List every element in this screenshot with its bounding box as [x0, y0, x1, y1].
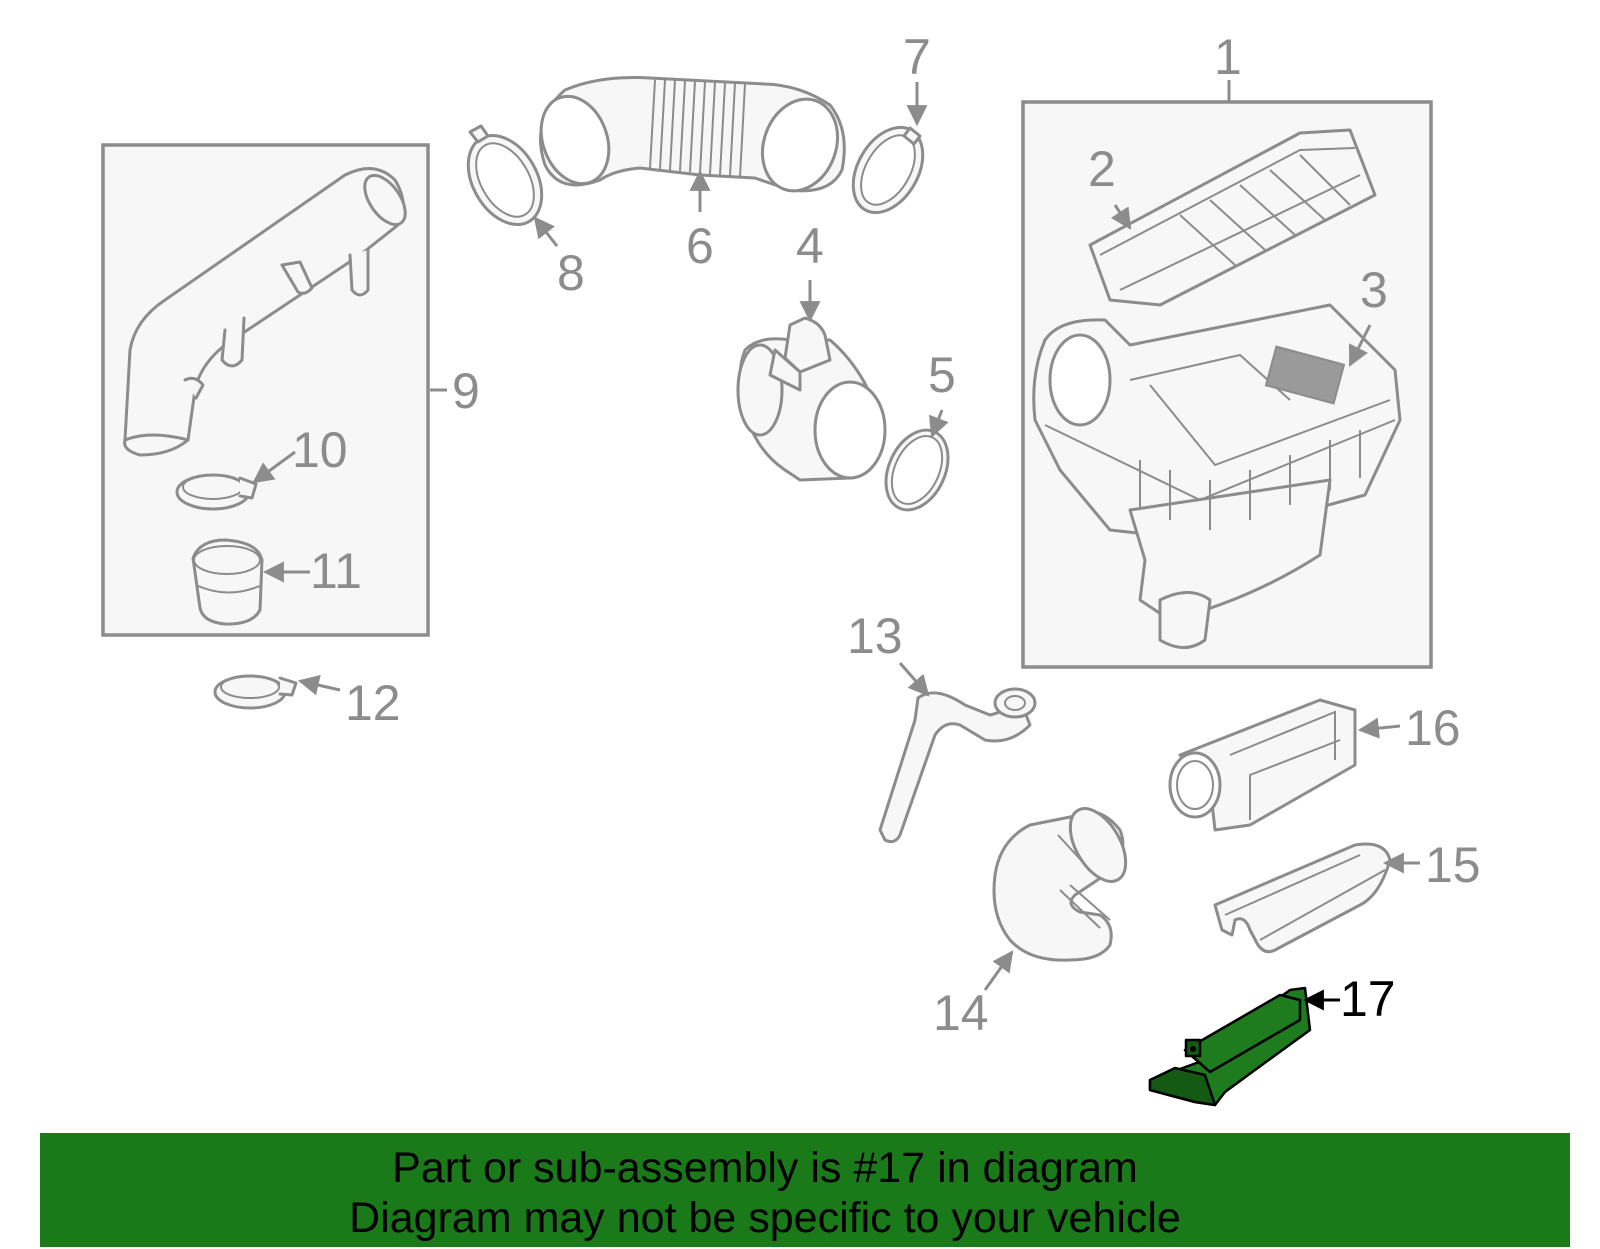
callout-12: 12: [345, 675, 401, 731]
callout-13: 13: [847, 608, 903, 664]
callout-3: 3: [1360, 262, 1388, 318]
callout-15: 15: [1425, 837, 1481, 893]
highlighted-duct-part-17[interactable]: [1148, 986, 1312, 1107]
filter-grille-part-3: [1264, 345, 1346, 405]
air-filter-part-2[interactable]: [1088, 128, 1377, 307]
callout-leaders: [252, 80, 1420, 1011]
clamp-part-8[interactable]: [453, 122, 556, 237]
callout-1: 1: [1214, 29, 1242, 85]
elbow-hose-part-14[interactable]: [992, 799, 1137, 962]
callout-8: 8: [557, 245, 585, 301]
callout-11: 11: [310, 543, 362, 599]
callout-17: 17: [1340, 971, 1396, 1027]
banner-line-2: Diagram may not be specific to your vehi…: [349, 1194, 1181, 1242]
callout-labels: 1 2 3 4 5 6 7 8 9 10 11 12 13 14 15 16 1…: [292, 29, 1481, 1041]
info-banner: Part or sub-assembly is #17 in diagram D…: [40, 1133, 1570, 1247]
breather-hose-part-13[interactable]: [878, 687, 1037, 844]
callout-6: 6: [686, 218, 714, 274]
callout-7: 7: [903, 29, 931, 85]
callout-9: 9: [452, 363, 480, 419]
banner-line-1: Part or sub-assembly is #17 in diagram: [392, 1144, 1138, 1192]
intake-duct-part-16[interactable]: [1168, 698, 1357, 832]
clamp-part-7[interactable]: [839, 115, 937, 225]
callout-16: 16: [1405, 700, 1461, 756]
air-box-housing-part-1[interactable]: [1032, 303, 1402, 649]
banner-text: Part or sub-assembly is #17 in diagram D…: [40, 1143, 1570, 1243]
callout-10: 10: [292, 422, 348, 478]
clamp-part-12[interactable]: [213, 674, 298, 710]
clamp-part-10[interactable]: [175, 473, 258, 511]
cover-part-15[interactable]: [1213, 842, 1392, 954]
callout-14: 14: [933, 985, 989, 1041]
coupler-part-11[interactable]: [191, 538, 264, 626]
maf-sensor-part-4[interactable]: [736, 316, 887, 482]
callout-5: 5: [928, 347, 956, 403]
callout-4: 4: [796, 218, 824, 274]
callout-2: 2: [1088, 141, 1116, 197]
intake-pipe-part-9[interactable]: [123, 167, 414, 457]
o-ring-part-5[interactable]: [874, 420, 960, 520]
intake-hose-part-6[interactable]: [530, 76, 850, 202]
